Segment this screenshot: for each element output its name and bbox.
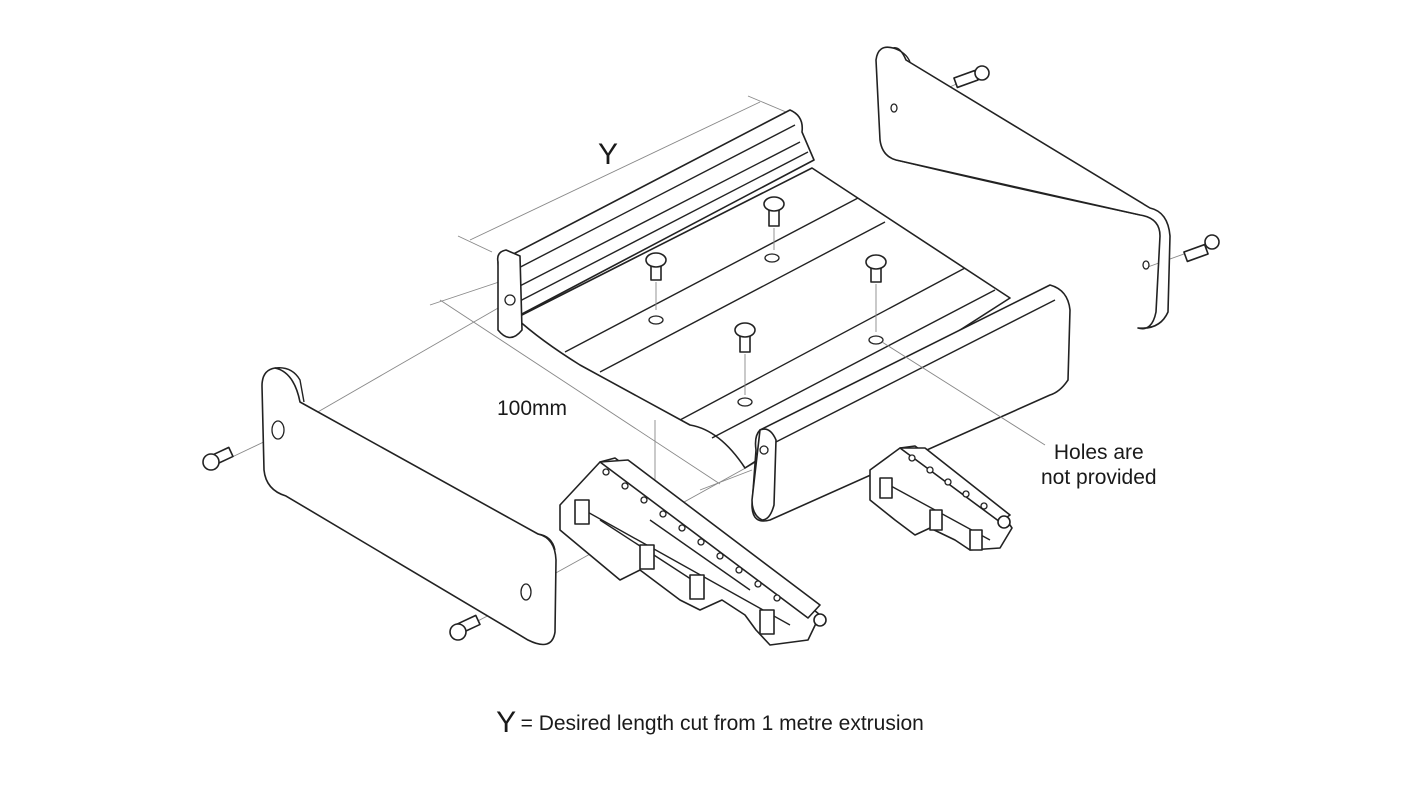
dimension-100mm-lines xyxy=(429,279,753,491)
holes-note-line2: not provided xyxy=(1041,466,1157,489)
holes-note: Holes are not provided xyxy=(1041,440,1157,490)
end-plate-right xyxy=(875,46,1171,330)
diagram-caption: Y = Desired length cut from 1 metre extr… xyxy=(0,706,1420,740)
screw-icon xyxy=(953,65,990,89)
caption-text: = Desired length cut from 1 metre extrus… xyxy=(520,712,924,735)
floor-holes xyxy=(648,253,884,407)
screw-icon xyxy=(734,322,756,395)
screw-icon xyxy=(449,614,481,641)
extrusion-channel xyxy=(496,109,1071,522)
dimension-y-lines xyxy=(457,95,787,253)
screw-icon xyxy=(1183,234,1220,263)
dimension-width-label: 100mm xyxy=(497,397,568,420)
screw-icon xyxy=(645,252,667,310)
din-rail-clip-rear xyxy=(869,445,1013,551)
holes-note-leader xyxy=(881,341,1046,446)
caption-symbol: Y xyxy=(496,706,517,739)
screw-icon xyxy=(202,446,234,471)
dimension-y-label: Y xyxy=(598,138,619,171)
screw-icon xyxy=(763,196,785,250)
screw-icon xyxy=(865,254,887,332)
din-rail-clip-front xyxy=(559,457,827,646)
holes-note-line1: Holes are xyxy=(1053,441,1144,464)
end-plate-left xyxy=(261,367,557,646)
